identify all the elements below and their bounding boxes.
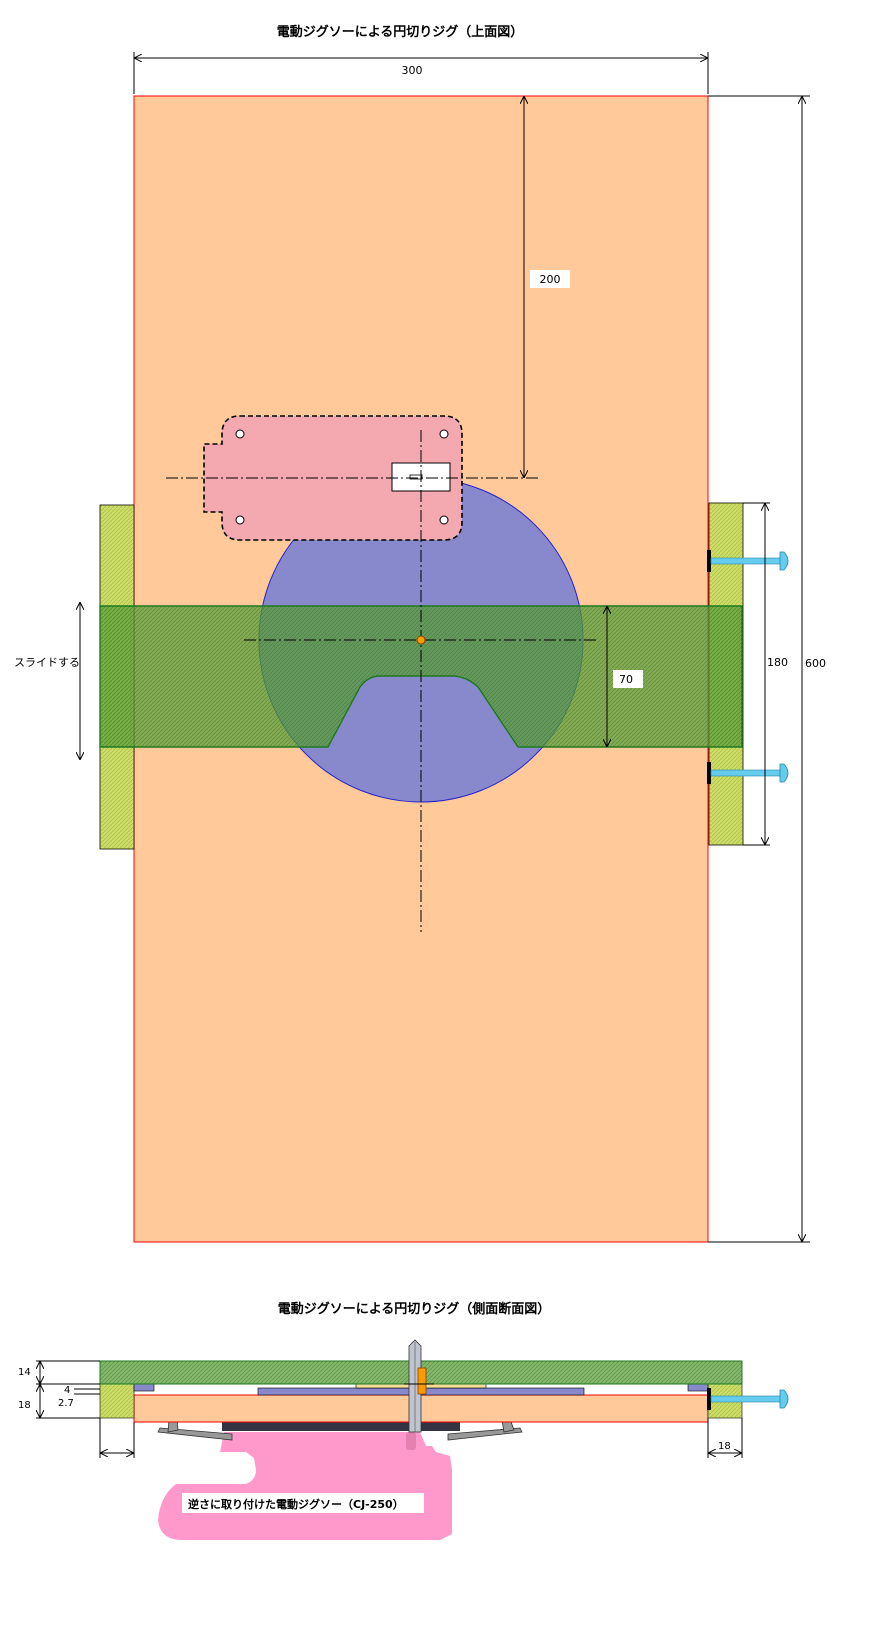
height-dimension: 600 (708, 95, 826, 1243)
slide-label: スライドする (14, 656, 80, 669)
slider-width-dimension: 70 (607, 606, 643, 747)
side-right-spacer (687, 1383, 709, 1392)
side-dim-base-label: 18 (18, 1400, 31, 1411)
side-left-spacer (133, 1383, 155, 1392)
knob-bolt-upper (707, 550, 789, 572)
slide-indicator: スライドする (14, 602, 80, 760)
side-guide-width-dimensions: 18 (99, 1418, 743, 1458)
jigsaw-shoe (222, 1422, 460, 1431)
rail-dimension: 180 (743, 502, 788, 846)
side-pivot-pin (404, 1367, 434, 1395)
side-knob-bolt (707, 1388, 789, 1410)
width-dimension-label: 300 (402, 64, 423, 77)
jigsaw-label: 逆さに取り付けた電動ジグソー（CJ-250） (188, 1497, 404, 1511)
side-dim-27-label: 2.7 (58, 1398, 74, 1409)
offset-dimension: 200 (524, 96, 570, 478)
side-view-title: 電動ジグソーによる円切りジグ（側面断面図） (278, 1301, 551, 1317)
side-dim-top-label: 14 (18, 1367, 31, 1378)
side-dim-4-label: 4 (64, 1385, 70, 1396)
offset-dimension-label: 200 (540, 273, 561, 286)
height-dimension-label: 600 (805, 657, 826, 670)
side-dim-right-label: 18 (718, 1441, 731, 1452)
pivot-pin (416, 635, 426, 645)
width-dimension: 300 (133, 52, 709, 94)
knob-bolt-lower (707, 762, 789, 784)
top-view-title: 電動ジグソーによる円切りジグ（上面図） (277, 24, 524, 40)
slider-width-label: 70 (619, 673, 633, 686)
rail-dimension-label: 180 (767, 656, 788, 669)
side-thickness-dimensions: 14 18 4 2.7 (18, 1360, 100, 1419)
